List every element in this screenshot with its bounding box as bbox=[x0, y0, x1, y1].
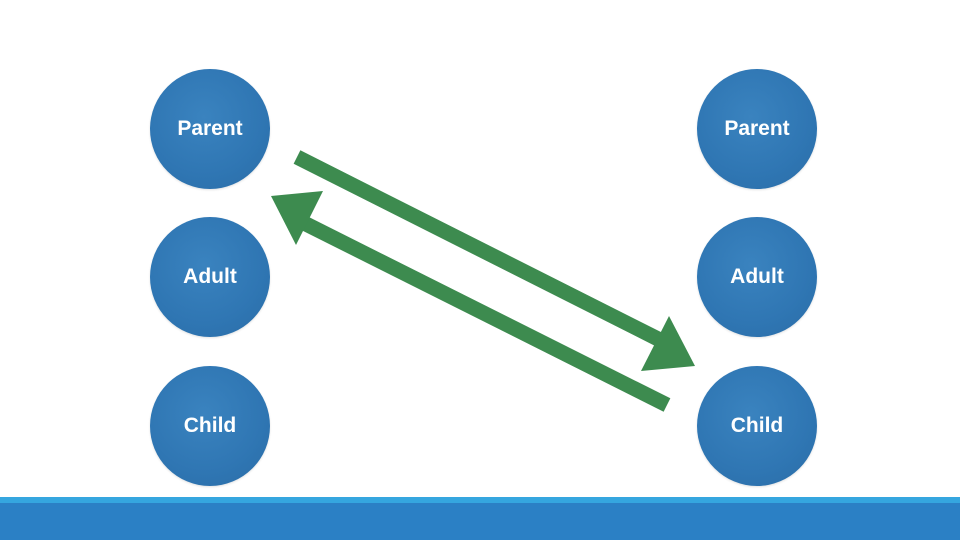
arrow-parent-to-child-shaft bbox=[293, 150, 666, 348]
left-parent-label: Parent bbox=[177, 117, 243, 140]
arrow-child-to-parent-head bbox=[271, 191, 323, 245]
arrow-parent-to-child-head bbox=[641, 316, 695, 371]
footer-bar bbox=[0, 503, 960, 540]
right-parent-label: Parent bbox=[724, 117, 790, 140]
right-child-node: Child bbox=[697, 366, 817, 486]
left-child-label: Child bbox=[183, 414, 237, 437]
arrow-child-to-parent-shaft bbox=[298, 215, 671, 412]
right-child-label: Child bbox=[730, 414, 784, 437]
right-adult-node: Adult bbox=[697, 217, 817, 337]
left-adult-label: Adult bbox=[183, 265, 237, 288]
arrow-parent-to-child bbox=[293, 150, 695, 371]
right-parent-node: Parent bbox=[697, 69, 817, 189]
arrow-child-to-parent bbox=[271, 191, 671, 412]
left-child-node: Child bbox=[150, 366, 270, 486]
left-adult-node: Adult bbox=[150, 217, 270, 337]
left-parent-node: Parent bbox=[150, 69, 270, 189]
right-adult-label: Adult bbox=[730, 265, 784, 288]
footer-accent-stripe bbox=[0, 497, 960, 503]
